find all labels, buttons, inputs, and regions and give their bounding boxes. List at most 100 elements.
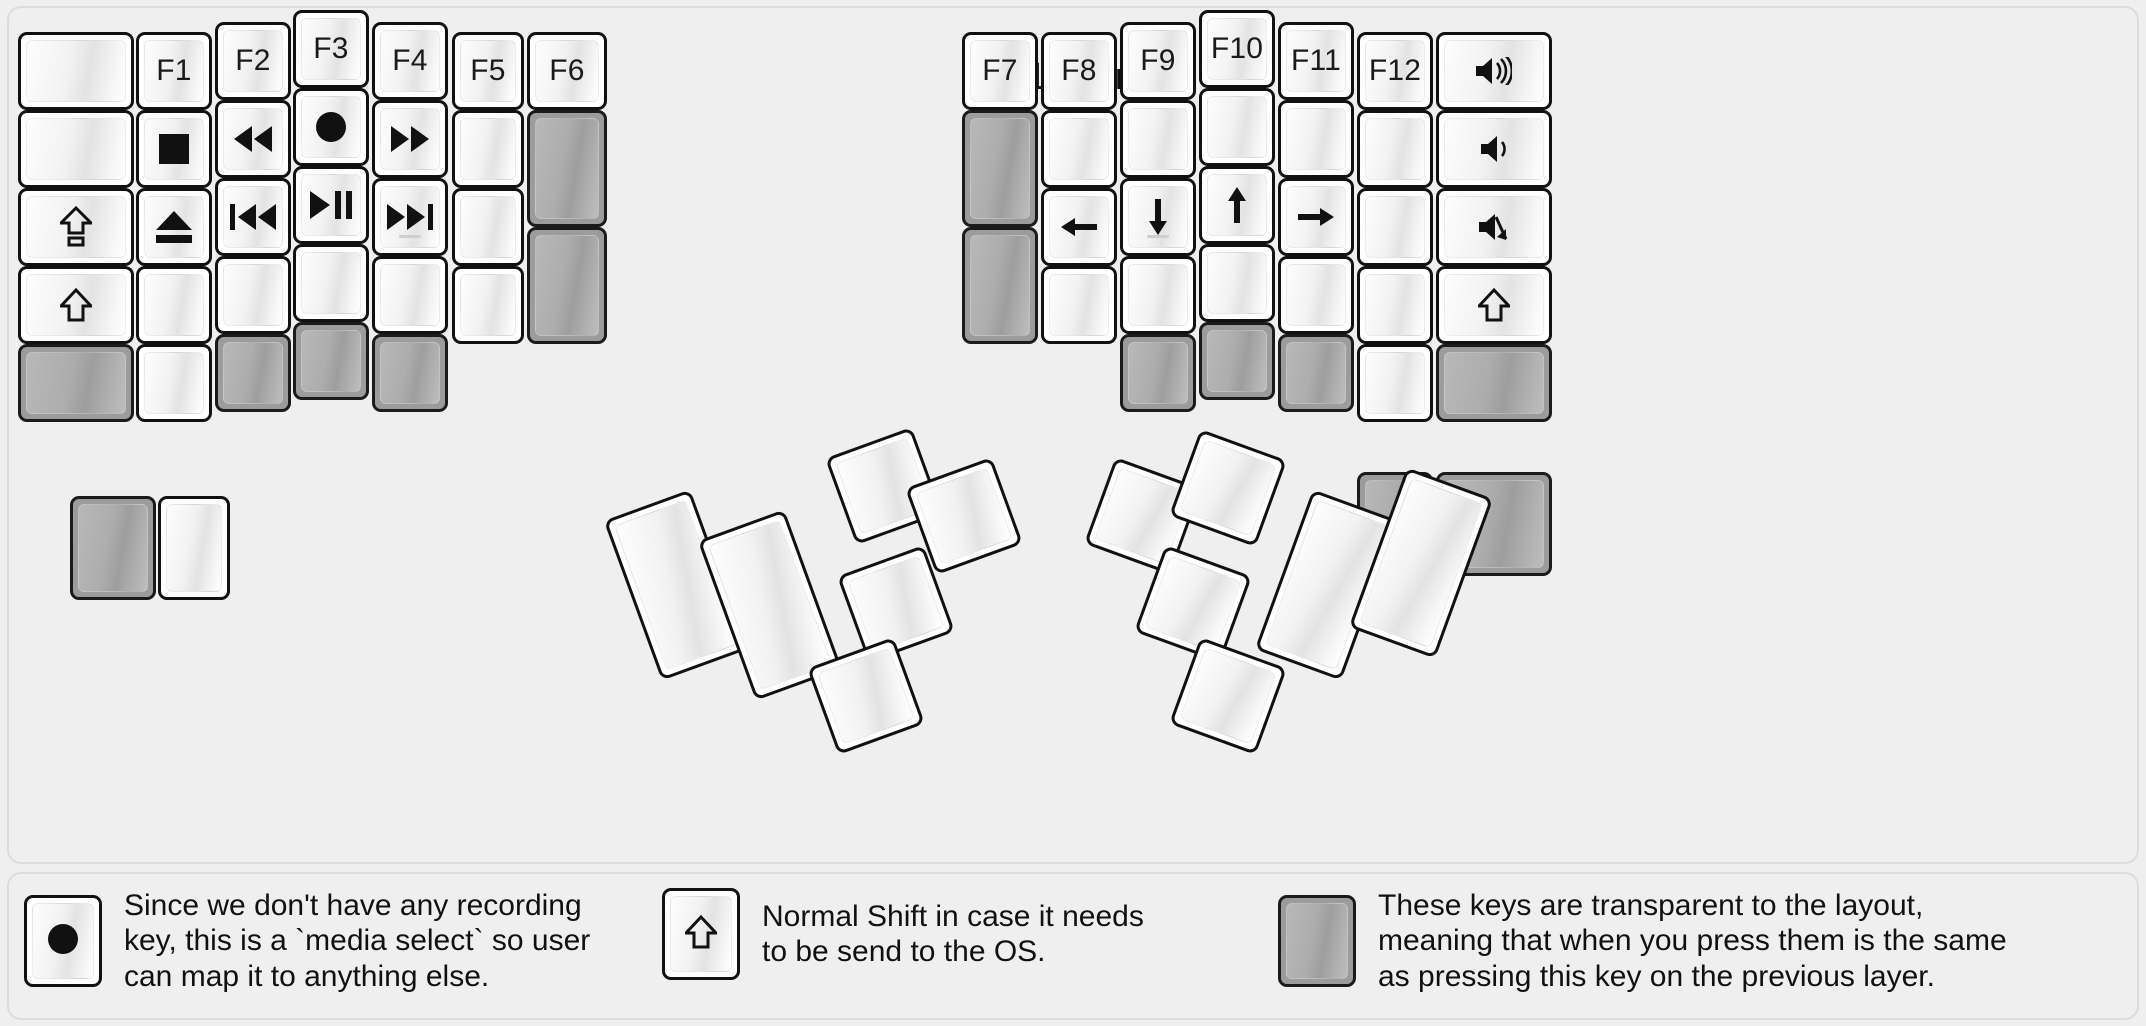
keycap-face [970, 235, 1030, 336]
key-label: F1 [156, 54, 192, 87]
left-col-middle-key-3[interactable] [293, 166, 369, 244]
right-col-pinky-key-4[interactable] [1357, 266, 1433, 344]
keycap-face: F10 [1207, 18, 1267, 80]
right-col-pinky-outer-key-1[interactable] [1436, 32, 1552, 110]
left-col-pinky-key-1[interactable]: F1 [136, 32, 212, 110]
legend-item-1: Since we don't have any recording key, t… [24, 888, 590, 994]
arrow-up-icon [1223, 185, 1251, 225]
right-col-pinky-key-1[interactable]: F12 [1357, 32, 1433, 110]
keycap-face: F9 [1128, 30, 1188, 92]
left-col-index-key-3[interactable] [372, 178, 448, 256]
right-col-middle-key-2[interactable] [1199, 88, 1275, 166]
keycap-face [460, 274, 516, 336]
left-col-inner-key-3[interactable] [452, 188, 524, 266]
keycap-face [915, 467, 1013, 565]
left-col-index-key-5[interactable] [372, 334, 448, 412]
left-col-middle-key-5[interactable] [293, 322, 369, 400]
right-col-middle-key-5[interactable] [1199, 322, 1275, 400]
right-col-index-key-4[interactable] [1120, 256, 1196, 334]
left-col-middle-key-4[interactable] [293, 244, 369, 322]
left-col-inner-key-4[interactable] [452, 266, 524, 344]
key-label: F7 [982, 54, 1018, 87]
right-col-pinky-key-2[interactable] [1357, 110, 1433, 188]
right-col-inner-key-4[interactable] [1041, 266, 1117, 344]
left-col-ring-key-5[interactable] [215, 334, 291, 412]
keycap-face [1286, 186, 1346, 248]
keycap-face [1444, 352, 1544, 414]
left-col-pinky-outer-key-1[interactable] [18, 32, 134, 110]
legend-key-2[interactable] [662, 888, 740, 980]
keycap-face [144, 118, 204, 180]
right-col-pinky-outer-key-5[interactable] [1436, 344, 1552, 422]
right-col-pinky-outer-key-2[interactable] [1436, 110, 1552, 188]
key-label: F12 [1368, 54, 1422, 87]
left-col-pinky-key-2[interactable] [136, 110, 212, 188]
keycap-face [847, 555, 945, 653]
right-col-pinky-key-3[interactable] [1357, 188, 1433, 266]
left-col-inner-most-key-2[interactable] [527, 110, 607, 227]
left-col-pinky-outer-key-2[interactable] [18, 110, 134, 188]
keycap-face: F1 [144, 40, 204, 102]
left-col-pinky-key-5[interactable] [136, 344, 212, 422]
legend-item-3: These keys are transparent to the layout… [1278, 888, 2007, 994]
left-col-pinky-outer-key-5[interactable] [18, 344, 134, 422]
left-bottom-key-2[interactable] [158, 496, 230, 600]
right-col-middle-key-1[interactable]: F10 [1199, 10, 1275, 88]
right-col-ring-key-2[interactable] [1278, 100, 1354, 178]
left-col-index-key-1[interactable]: F4 [372, 22, 448, 100]
right-col-pinky-key-5[interactable] [1357, 344, 1433, 422]
right-col-inner-most-key-1[interactable]: F7 [962, 32, 1038, 110]
left-col-pinky-outer-key-3[interactable] [18, 188, 134, 266]
right-col-pinky-outer-key-4[interactable] [1436, 266, 1552, 344]
keycap-face [1144, 555, 1242, 653]
right-col-inner-most-key-3[interactable] [962, 227, 1038, 344]
left-col-ring-key-1[interactable]: F2 [215, 22, 291, 100]
media-rewind-icon [232, 126, 274, 152]
legend-panel [7, 872, 2139, 1020]
keycap-face [1179, 647, 1277, 745]
left-col-middle-key-2[interactable] [293, 88, 369, 166]
media-fast-forward-icon [389, 126, 431, 152]
right-col-ring-key-5[interactable] [1278, 334, 1354, 412]
left-col-inner-most-key-1[interactable]: F6 [527, 32, 607, 110]
left-col-pinky-key-4[interactable] [136, 266, 212, 344]
left-col-ring-key-4[interactable] [215, 256, 291, 334]
left-bottom-key-1[interactable] [70, 496, 156, 600]
left-col-index-key-4[interactable] [372, 256, 448, 334]
left-col-middle-key-1[interactable]: F3 [293, 10, 369, 88]
left-col-pinky-key-3[interactable] [136, 188, 212, 266]
left-col-inner-key-1[interactable]: F5 [452, 32, 524, 110]
right-col-middle-key-3[interactable] [1199, 166, 1275, 244]
right-col-index-key-5[interactable] [1120, 334, 1196, 412]
right-col-ring-key-1[interactable]: F11 [1278, 22, 1354, 100]
left-col-pinky-outer-key-4[interactable] [18, 266, 134, 344]
legend-key-1[interactable] [24, 895, 102, 988]
keycap-face [1444, 40, 1544, 102]
left-col-inner-most-key-3[interactable] [527, 227, 607, 344]
right-col-index-key-1[interactable]: F9 [1120, 22, 1196, 100]
right-col-pinky-outer-key-3[interactable] [1436, 188, 1552, 266]
right-col-inner-key-2[interactable] [1041, 110, 1117, 188]
keycap-face [460, 196, 516, 258]
keycap-face: F12 [1365, 40, 1425, 102]
left-col-inner-key-2[interactable] [452, 110, 524, 188]
legend-key-3[interactable] [1278, 895, 1356, 988]
right-col-inner-most-key-2[interactable] [962, 110, 1038, 227]
keycap-face [223, 108, 283, 170]
right-col-inner-key-1[interactable]: F8 [1041, 32, 1117, 110]
left-col-ring-key-3[interactable] [215, 178, 291, 256]
left-col-ring-key-2[interactable] [215, 100, 291, 178]
media-record-icon [315, 111, 347, 143]
keycap-face: F4 [380, 30, 440, 92]
right-col-ring-key-4[interactable] [1278, 256, 1354, 334]
keycap-face [78, 504, 148, 592]
media-next-icon [386, 204, 434, 230]
right-col-index-key-3[interactable] [1120, 178, 1196, 256]
left-col-index-key-2[interactable] [372, 100, 448, 178]
keycap-face [1286, 108, 1346, 170]
keycap-face [144, 352, 204, 414]
right-col-ring-key-3[interactable] [1278, 178, 1354, 256]
right-col-inner-key-3[interactable] [1041, 188, 1117, 266]
right-col-index-key-2[interactable] [1120, 100, 1196, 178]
right-col-middle-key-4[interactable] [1199, 244, 1275, 322]
